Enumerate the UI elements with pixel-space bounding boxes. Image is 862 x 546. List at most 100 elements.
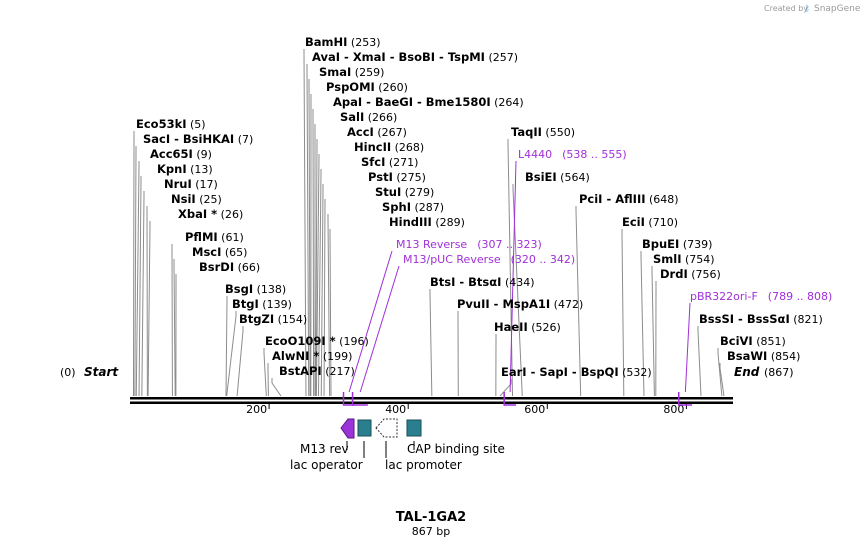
site-label[interactable]: SfcI (271) <box>361 155 418 169</box>
site-label[interactable]: DrdI (756) <box>660 267 721 281</box>
site-label[interactable]: BtsI - BtsαI (434) <box>430 275 535 289</box>
ruler-tick-label: 600 <box>524 403 545 416</box>
site-label[interactable]: BsrDI (66) <box>199 260 260 274</box>
site-label[interactable]: AlwNI * (199) <box>272 349 352 363</box>
restriction-site-labels: BamHI (253)AvaI - XmaI - BsoBI - TspMI (… <box>136 35 823 379</box>
site-leader-line <box>226 311 237 397</box>
site-name: BtsαI <box>468 275 501 289</box>
primer-bracket-icon[interactable] <box>342 392 355 406</box>
site-name: AflIII <box>615 192 645 206</box>
site-leader-line <box>323 199 326 397</box>
site-label[interactable]: BsgI (138) <box>225 282 286 296</box>
feature-label-lac-operator: lac operator <box>290 458 363 472</box>
site-label[interactable]: BpuEI (739) <box>642 237 712 251</box>
primer-label[interactable]: pBR322ori-F(789 .. 808) <box>690 290 832 303</box>
site-label[interactable]: EciI (710) <box>622 215 678 229</box>
site-label[interactable]: BtgI (139) <box>232 297 292 311</box>
site-label[interactable]: HincII (268) <box>354 140 424 154</box>
site-pos: (854) <box>767 350 800 363</box>
cap-binding-site-feature-box-icon[interactable] <box>406 419 422 437</box>
site-pos: (5) <box>187 118 206 131</box>
site-pos: (550) <box>542 126 575 139</box>
site-label[interactable]: BstAPI (217) <box>279 364 355 378</box>
primer-range: (538 .. 555) <box>562 148 627 161</box>
primer-bracket-icon[interactable] <box>678 392 692 406</box>
site-pos: (756) <box>688 268 721 281</box>
site-label[interactable]: Eco53kI (5) <box>136 117 206 131</box>
site-label[interactable]: PciI - AflIII (648) <box>579 192 679 206</box>
site-leader-line <box>141 191 145 397</box>
site-name: XbaI * <box>178 207 217 221</box>
site-label[interactable]: PspOMI (260) <box>326 80 408 94</box>
site-name: TspMI <box>448 50 485 64</box>
primer-label[interactable]: L4440(538 .. 555) <box>518 148 627 161</box>
site-pos: (564) <box>557 171 590 184</box>
site-leader-line <box>315 154 320 397</box>
site-name: DrdI <box>660 267 688 281</box>
primer-name: pBR322ori-F <box>690 290 758 303</box>
site-pos: (526) <box>528 321 561 334</box>
site-label[interactable]: NsiI (25) <box>171 192 222 206</box>
site-label[interactable]: SphI (287) <box>382 200 444 214</box>
site-label[interactable]: EcoO109I * (196) <box>265 334 369 348</box>
site-pos: (851) <box>753 335 786 348</box>
primer-label[interactable]: M13/pUC Reverse(320 .. 342) <box>403 253 575 266</box>
site-pos: (271) <box>385 156 418 169</box>
site-leader-line <box>317 169 322 397</box>
site-label[interactable]: EarI - SapI - BspQI (532) <box>501 365 652 379</box>
site-leader-lines <box>132 49 725 397</box>
site-label[interactable]: BsaWI (854) <box>727 349 800 363</box>
site-pos: (648) <box>646 193 679 206</box>
credit-text: Created by <box>764 4 808 13</box>
site-leader-line <box>147 221 151 397</box>
site-label[interactable]: SmaI (259) <box>319 65 384 79</box>
site-pos: (434) <box>501 276 534 289</box>
site-name: SapI <box>539 365 568 379</box>
site-label[interactable]: MscI (65) <box>192 245 247 259</box>
site-label[interactable]: BsiEI (564) <box>525 170 590 184</box>
site-label[interactable]: Acc65I (9) <box>150 147 212 161</box>
site-label[interactable]: PvuII - MspA1I (472) <box>457 297 583 311</box>
site-label[interactable]: KpnI (13) <box>157 162 213 176</box>
lac-operator-feature-box-icon[interactable] <box>357 419 372 437</box>
site-name: BsgI <box>225 282 253 296</box>
site-name: BsiEI <box>525 170 557 184</box>
primer-label[interactable]: M13 Reverse(307 .. 323) <box>396 238 542 251</box>
site-name: XmaI <box>353 50 386 64</box>
m13-rev-feature-arrow-icon[interactable] <box>340 418 355 439</box>
site-name: BssSI <box>699 312 734 326</box>
site-label[interactable]: TaqII (550) <box>511 125 575 139</box>
site-leader-line <box>507 139 514 397</box>
primer-bracket-icon[interactable] <box>351 392 368 406</box>
primer-bracket-icon[interactable] <box>503 392 517 406</box>
site-pos: (139) <box>259 298 292 311</box>
site-label[interactable]: StuI (279) <box>375 185 434 199</box>
site-label[interactable]: PflMI (61) <box>185 230 244 244</box>
dna-backbone[interactable] <box>130 397 733 404</box>
site-leader-line <box>173 259 176 397</box>
site-label[interactable]: BtgZI (154) <box>239 312 307 326</box>
features: M13 rev lac operator lac promoter CAP bi… <box>290 418 505 472</box>
site-label[interactable]: BssSI - BssSαI (821) <box>699 312 823 326</box>
site-pos: (259) <box>351 66 384 79</box>
site-label[interactable]: SmlI (754) <box>653 252 715 266</box>
site-label[interactable]: PstI (275) <box>368 170 426 184</box>
site-name: KpnI <box>157 162 187 176</box>
site-name: TaqII <box>511 125 542 139</box>
site-label[interactable]: NruI (17) <box>164 177 218 191</box>
site-pos: (199) <box>319 350 352 363</box>
site-label[interactable]: BciVI (851) <box>720 334 786 348</box>
site-label[interactable]: SacI - BsiHKAI (7) <box>143 132 253 146</box>
site-leader-line <box>303 49 307 397</box>
lac-promoter-feature-arrow-icon[interactable] <box>375 418 398 438</box>
site-label[interactable]: AccI (267) <box>347 125 407 139</box>
site-pos: (253) <box>347 36 380 49</box>
site-label[interactable]: SalI (266) <box>340 110 397 124</box>
site-label[interactable]: HindIII (289) <box>389 215 465 229</box>
site-label[interactable]: XbaI * (26) <box>178 207 243 221</box>
site-label[interactable]: ApaI - BaeGI - Bme1580I (264) <box>333 95 524 109</box>
site-label[interactable]: AvaI - XmaI - BsoBI - TspMI (257) <box>312 50 518 64</box>
site-label[interactable]: BamHI (253) <box>305 35 381 49</box>
site-label[interactable]: HaeII (526) <box>494 320 561 334</box>
